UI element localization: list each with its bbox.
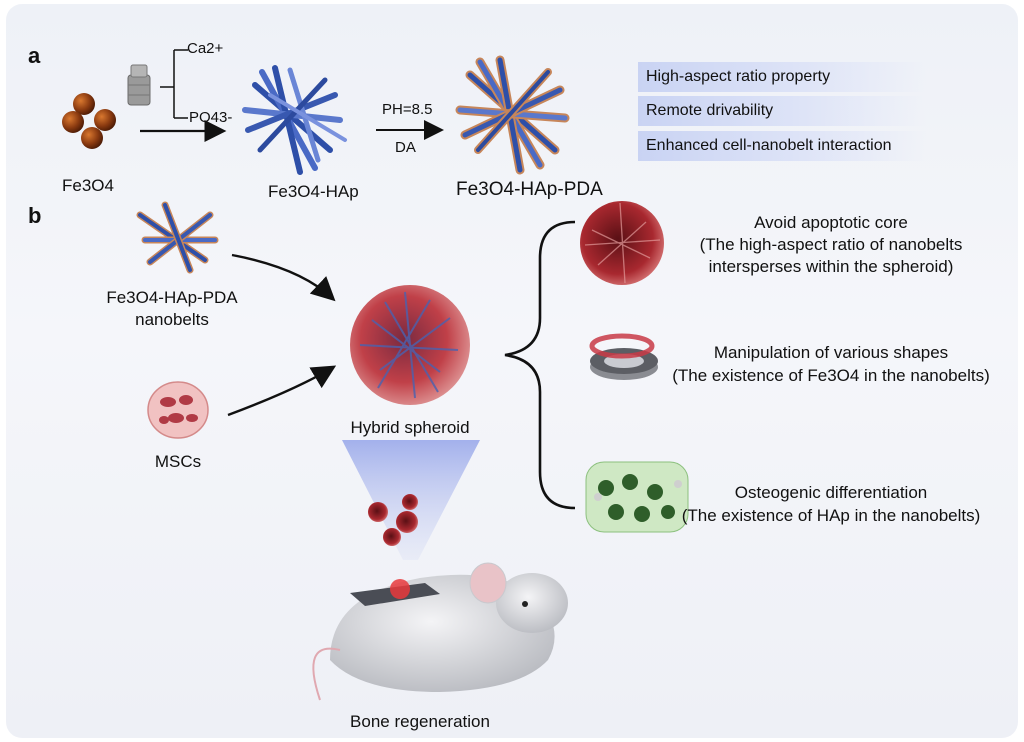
autoclave-icon [127, 64, 151, 106]
fe3o4-hap-label: Fe3O4-HAp [268, 182, 359, 201]
ring-shape [589, 333, 658, 380]
mscs-cells [147, 381, 209, 439]
mouse-illustration [312, 562, 568, 701]
apoptotic-core-spheroid [580, 201, 664, 285]
po4-label: PO43- [189, 109, 233, 126]
outcome-bracket [504, 220, 576, 510]
small-nanobelts [136, 201, 219, 274]
bone-regeneration-label: Bone regeneration [350, 712, 490, 731]
fe3o4-label: Fe3O4 [62, 176, 114, 195]
outcome-2-title: Manipulation of various shapes [713, 343, 949, 362]
outcome-1-line2: (The high-aspect ratio of nanobelts [699, 235, 963, 254]
outcome-3-title: Osteogenic differentiation [734, 483, 928, 502]
fe3o4-hap-pda-label: Fe3O4-HAp-PDA [456, 179, 603, 200]
outcome-1-line3: intersperses within the spheroid) [708, 257, 954, 276]
ph-label: PH=8.5 [382, 101, 433, 118]
nanobelts-label-line2: nanobelts [135, 310, 209, 329]
fe3o4-particles [62, 93, 116, 149]
outcome-3-line2: (The existence of HAp in the nanobelts) [681, 506, 981, 525]
property-cell-interaction: Enhanced cell-nanobelt interaction [638, 131, 926, 161]
panel-a-label: a [28, 43, 41, 68]
hybrid-spheroid-label: Hybrid spheroid [350, 418, 470, 437]
property-high-aspect: High-aspect ratio property [638, 62, 926, 92]
fe3o4-hap-nanobelts [242, 65, 347, 175]
da-label: DA [395, 139, 416, 156]
hybrid-spheroid [350, 285, 470, 405]
property-remote-drivability: Remote drivability [638, 96, 926, 126]
ca-label: Ca2+ [187, 40, 224, 57]
outcome-1-title: Avoid apoptotic core [754, 213, 908, 232]
panel-b-label: b [28, 203, 42, 228]
fe3o4-hap-pda-nanobelts [455, 55, 570, 175]
nanobelts-label-line1: Fe3O4-HAp-PDA [106, 288, 238, 307]
small-spheroids [368, 494, 418, 546]
outcome-2-line2: (The existence of Fe3O4 in the nanobelts… [672, 366, 990, 385]
osteogenic-cells [585, 461, 689, 533]
mscs-label: MSCs [154, 452, 202, 471]
